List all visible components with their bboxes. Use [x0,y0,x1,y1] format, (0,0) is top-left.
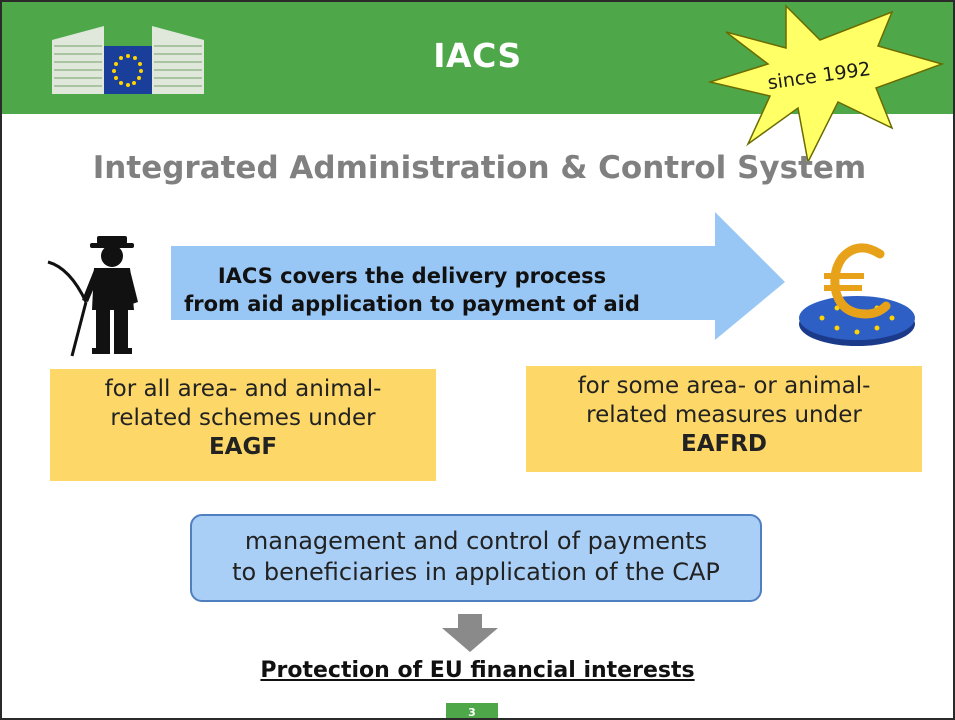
management-box: management and control of payments to be… [190,514,762,602]
process-arrow-line-1: IACS covers the delivery process [217,264,607,288]
process-arrow-line-2: from aid application to payment of aid [184,292,640,316]
eagf-box: for all area- and animal- related scheme… [50,369,436,481]
eagf-box-line-1: for all area- and animal- [104,376,382,402]
down-arrow-icon [442,614,498,652]
european-commission-logo-icon [52,26,204,94]
eagf-box-line-2: related schemes under [110,405,376,431]
header-title: IACS [433,36,522,75]
farmer-icon [47,236,138,357]
management-line-2: to beneficiaries in application of the C… [232,558,720,586]
eafrd-box: for some area- or animal- related measur… [526,366,922,472]
eafrd-box-line-2: related measures under [586,402,862,428]
euro-coin-icon [799,243,915,346]
process-arrow [171,212,785,340]
eafrd-box-line-1: for some area- or animal- [577,373,871,399]
process-arrow-text: IACS covers the delivery process from ai… [177,262,647,318]
eafrd-label: EAFRD [680,431,768,457]
eagf-label: EAGF [208,434,278,460]
management-line-1: management and control of payments [244,527,708,555]
since-badge: since 1992 [708,4,945,165]
slide-title: Integrated Administration & Control Syst… [92,150,867,186]
page-number: 3 [446,703,498,718]
conclusion-text: Protection of EU financial interests [260,658,695,683]
